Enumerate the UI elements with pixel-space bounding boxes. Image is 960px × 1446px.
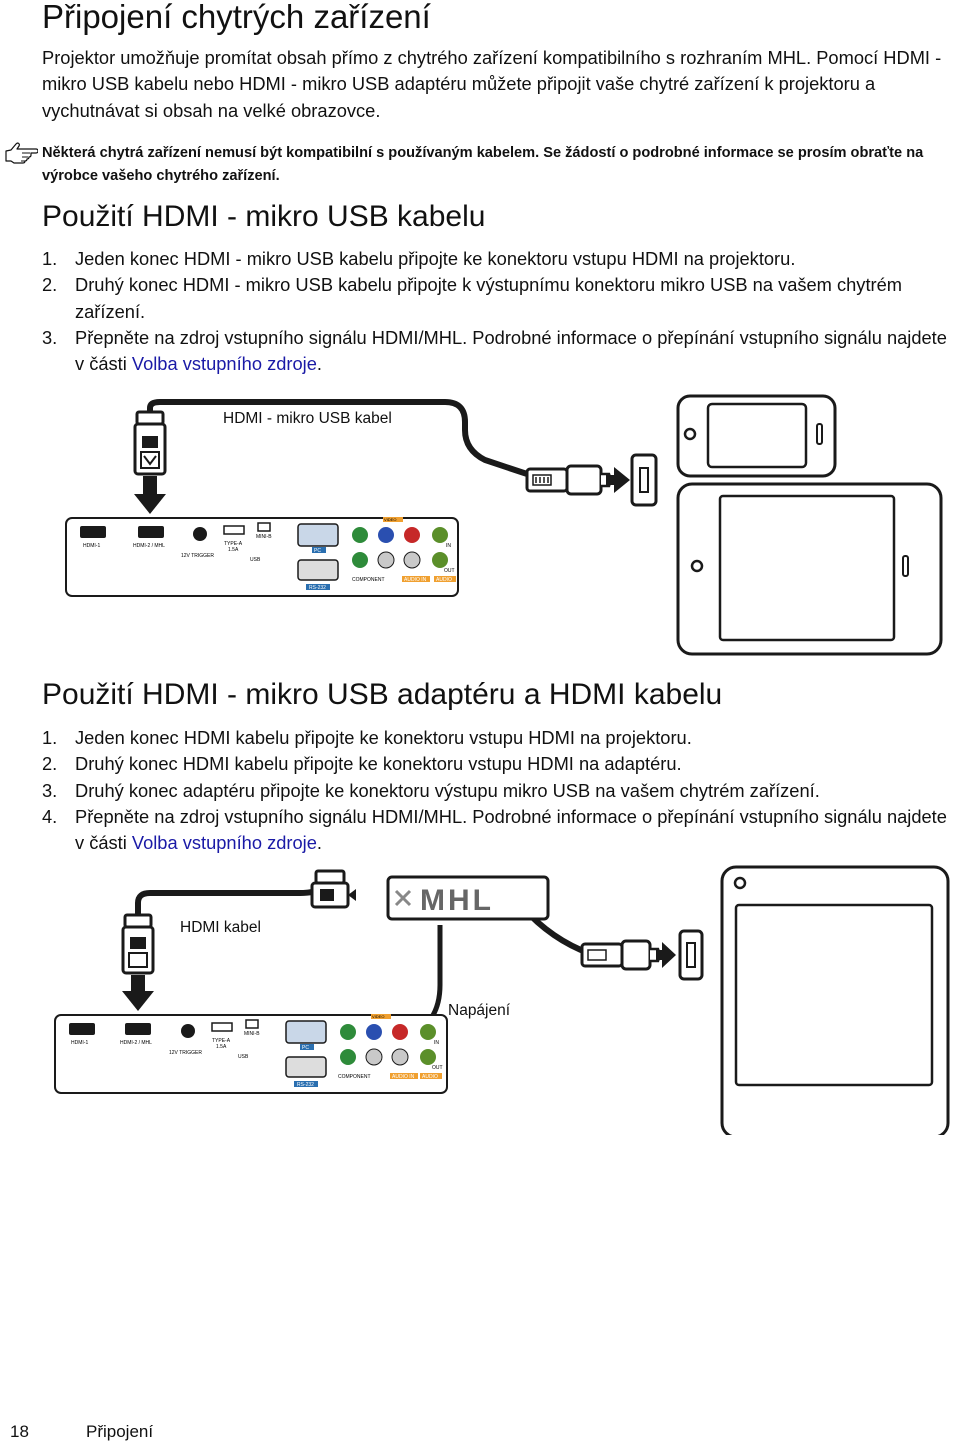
svg-text:OUT: OUT: [444, 568, 455, 574]
svg-text:HDMI-2 / MHL: HDMI-2 / MHL: [133, 543, 165, 549]
list-item: 1.Jeden konec HDMI - mikro USB kabelu př…: [42, 248, 796, 269]
page-title: Připojení chytrých zařízení: [42, 0, 431, 35]
svg-text:12V TRIGGER: 12V TRIGGER: [181, 553, 214, 559]
list-item: 4.Přepněte na zdroj vstupního signálu HD…: [42, 805, 947, 854]
svg-text:VIDEO: VIDEO: [372, 1014, 384, 1019]
svg-text:USB: USB: [250, 557, 261, 563]
svg-text:TYPE-A: TYPE-A: [212, 1038, 231, 1044]
svg-text:1.5A: 1.5A: [216, 1044, 227, 1050]
svg-text:RS-232: RS-232: [297, 1082, 314, 1088]
arrow-right-icon: [606, 467, 630, 493]
power-label: Napájení: [448, 1002, 511, 1019]
mhl-adapter-diagram: MHL: [54, 865, 950, 1135]
arrow-right-icon: [348, 889, 356, 901]
tablet-icon: [676, 482, 943, 656]
hdmi-plug-icon: [133, 410, 167, 476]
micro-usb-plug-icon: [525, 464, 613, 496]
input-source-link[interactable]: Volba vstupního zdroje: [131, 353, 317, 375]
svg-text:COMPONENT: COMPONENT: [338, 1074, 371, 1080]
svg-text:OUT: OUT: [432, 1065, 443, 1071]
svg-text:COMPONENT: COMPONENT: [352, 577, 385, 583]
compatibility-note: Některá chytrá zařízení nemusí být kompa…: [42, 145, 924, 184]
list-item: 2.Druhý konec HDMI kabelu připojte ke ko…: [42, 753, 682, 775]
svg-text:VIDEO: VIDEO: [384, 517, 396, 522]
svg-text:HDMI-1: HDMI-1: [83, 543, 100, 549]
pointing-hand-icon: [5, 142, 38, 164]
arrow-down-icon: [134, 476, 166, 514]
micro-usb-port-icon: [678, 929, 704, 981]
svg-text:IN: IN: [446, 543, 451, 549]
svg-text:MINI-B: MINI-B: [244, 1031, 260, 1037]
micro-usb-plug-icon: [580, 939, 662, 971]
projector-rear-panel: HDMI-1 HDMI-2 / MHL 12V TRIGGER TYPE-A 1…: [54, 1014, 448, 1094]
hdmi-plug-icon: [310, 869, 350, 909]
svg-text:AUDIO: AUDIO: [422, 1074, 438, 1080]
cable-label: HDMI kabel: [180, 919, 261, 936]
micro-usb-port-icon: [630, 453, 658, 507]
section2-steps: 1.Jeden konec HDMI kabelu připojte ke ko…: [42, 725, 960, 856]
svg-text:AUDIO IN: AUDIO IN: [392, 1074, 415, 1080]
svg-text:AUDIO IN: AUDIO IN: [404, 577, 427, 583]
list-item: 3.Přepněte na zdroj vstupního signálu HD…: [42, 326, 947, 375]
svg-text:PC: PC: [314, 548, 321, 554]
footer-section: Připojení: [86, 1422, 154, 1441]
svg-text:HDMI-2 / MHL: HDMI-2 / MHL: [120, 1040, 152, 1046]
svg-text:HDMI-1: HDMI-1: [71, 1040, 88, 1046]
page-number: 18: [10, 1422, 29, 1441]
list-item: 3.Druhý konec adaptéru připojte ke konek…: [42, 779, 820, 801]
input-source-link[interactable]: Volba vstupního zdroje: [131, 832, 317, 854]
svg-text:USB: USB: [238, 1054, 249, 1060]
arrow-right-icon: [656, 942, 676, 968]
list-item: 1.Jeden konec HDMI kabelu připojte ke ko…: [42, 727, 692, 748]
projector-rear-panel: HDMI-1 HDMI-2 / MHL 12V TRIGGER TYPE-A 1…: [65, 517, 459, 597]
svg-text:MHL: MHL: [420, 884, 494, 917]
svg-text:AUDIO: AUDIO: [436, 577, 452, 583]
section2-title: Použití HDMI - mikro USB adaptéru a HDMI…: [42, 678, 723, 711]
arrow-down-icon: [122, 975, 154, 1011]
tablet-icon: [720, 865, 950, 1135]
svg-text:IN: IN: [434, 1040, 439, 1046]
mhl-adapter-icon: MHL: [386, 875, 550, 921]
section1-steps: 1.Jeden konec HDMI - mikro USB kabelu př…: [42, 246, 960, 377]
svg-text:1.5A: 1.5A: [228, 547, 239, 553]
section1-title: Použití HDMI - mikro USB kabelu: [42, 200, 486, 233]
list-item: 2.Druhý konec HDMI - mikro USB kabelu př…: [42, 274, 903, 322]
hdmi-cable-diagram: HDMI-1 HDMI-2 / MHL 12V TRIGGER TYPE-A 1…: [65, 394, 943, 656]
svg-text:12V TRIGGER: 12V TRIGGER: [169, 1050, 202, 1056]
cable-label: HDMI - mikro USB kabel: [223, 410, 392, 427]
svg-text:MINI-B: MINI-B: [256, 534, 272, 540]
svg-text:TYPE-A: TYPE-A: [224, 541, 243, 547]
intro-paragraph: Projektor umožňuje promítat obsah přímo …: [42, 47, 942, 121]
hdmi-plug-icon: [121, 913, 155, 975]
smartphone-icon: [676, 394, 837, 478]
svg-text:PC: PC: [302, 1045, 309, 1051]
svg-text:RS-232: RS-232: [309, 585, 326, 591]
